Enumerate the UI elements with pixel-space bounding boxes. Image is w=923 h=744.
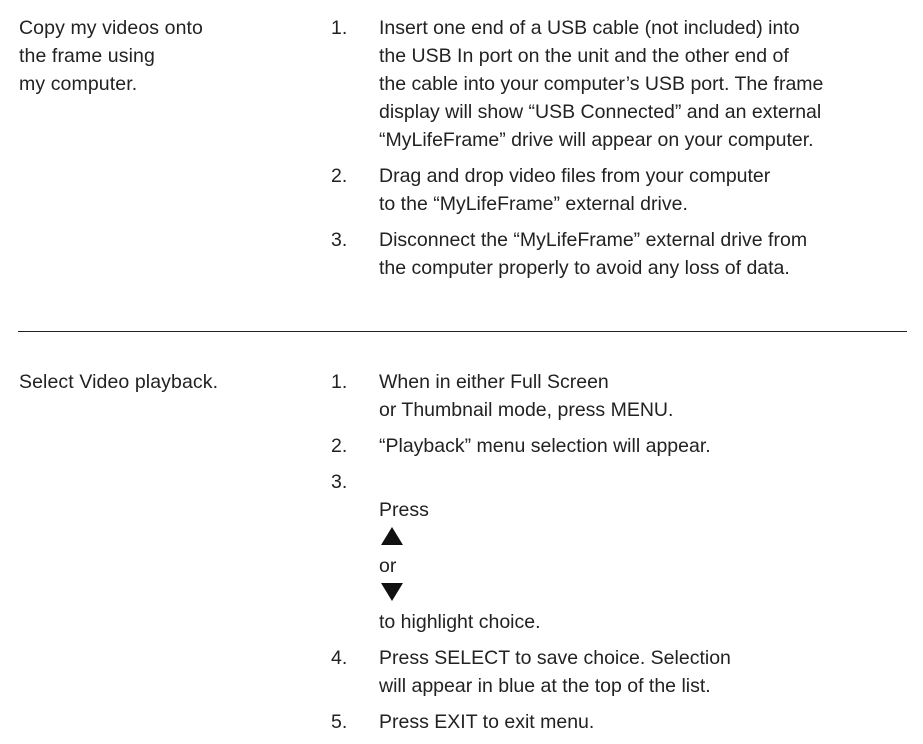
step-text: Press SELECT to save choice. Selection w… xyxy=(379,647,731,697)
list-item: 2. Drag and drop video files from your c… xyxy=(331,162,911,218)
step-number: 2. xyxy=(331,165,348,187)
step-text: Press EXIT to exit menu. xyxy=(379,711,595,733)
step-number: 4. xyxy=(331,647,348,669)
step-list: 1. When in either Full Screen or Thumbna… xyxy=(331,368,911,744)
step-text: “Playback” menu selection will appear. xyxy=(379,435,711,457)
step-number: 3. xyxy=(331,471,348,493)
list-item: 1. When in either Full Screen or Thumbna… xyxy=(331,368,911,424)
list-item: 1. Insert one end of a USB cable (not in… xyxy=(331,14,911,154)
down-triangle-icon xyxy=(381,583,403,601)
step-number: 1. xyxy=(331,371,348,393)
step-text: When in either Full Screen or Thumbnail … xyxy=(379,371,674,421)
step-text-mid: or xyxy=(379,555,397,577)
list-item: 3. Disconnect the “MyLifeFrame” external… xyxy=(331,226,911,282)
list-item: 3. Press or to highlight choice. xyxy=(331,468,911,636)
instruction-page: Copy my videos onto the frame using my c… xyxy=(18,14,911,733)
list-item: 5. Press EXIT to exit menu. xyxy=(331,708,911,736)
section-divider xyxy=(18,331,907,332)
section-title: Copy my videos onto the frame using my c… xyxy=(19,17,203,95)
step-list: 1. Insert one end of a USB cable (not in… xyxy=(331,14,911,290)
list-item: 2. “Playback” menu selection will appear… xyxy=(331,432,911,460)
up-triangle-icon xyxy=(381,527,403,545)
step-text-after: to highlight choice. xyxy=(379,611,541,633)
step-text: Press or to highlight choice. xyxy=(379,468,911,636)
step-text-before: Press xyxy=(379,499,429,521)
step-number: 3. xyxy=(331,229,348,251)
list-item: 4. Press SELECT to save choice. Selectio… xyxy=(331,644,911,700)
step-text: Disconnect the “MyLifeFrame” external dr… xyxy=(379,229,808,279)
section-title: Select Video playback. xyxy=(19,371,219,393)
step-number: 5. xyxy=(331,711,348,733)
step-number: 2. xyxy=(331,435,348,457)
step-text: Insert one end of a USB cable (not inclu… xyxy=(379,17,824,151)
step-text: Drag and drop video files from your comp… xyxy=(379,165,771,215)
step-number: 1. xyxy=(331,17,348,39)
